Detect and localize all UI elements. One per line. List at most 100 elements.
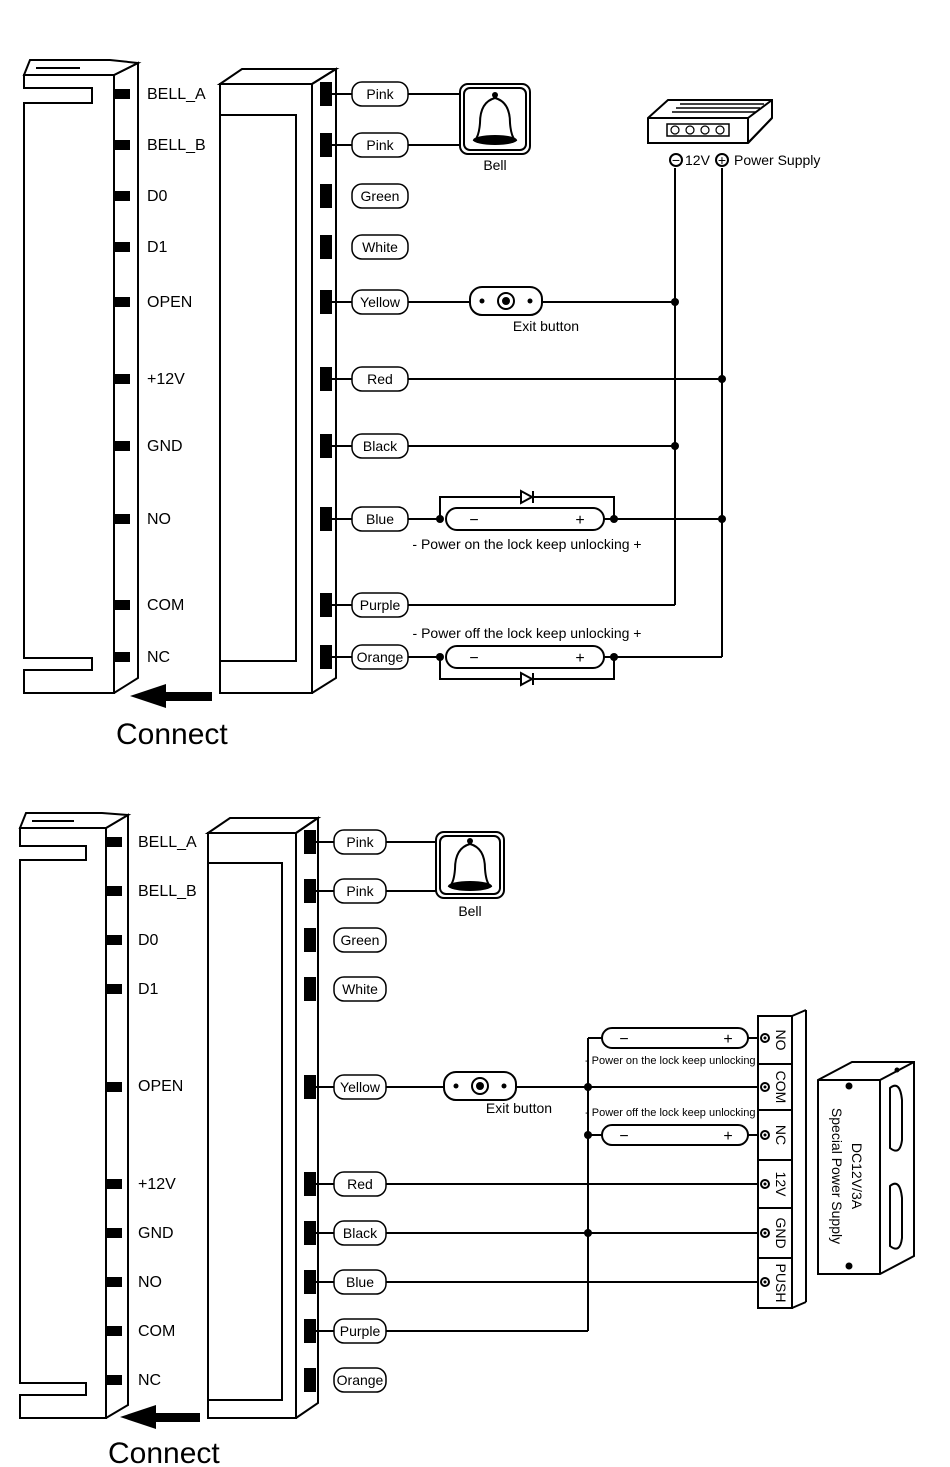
lock-on-plus: + — [575, 512, 584, 529]
pin-label-bell-b: BELL_B — [147, 137, 206, 154]
pin-label-nc: NC — [138, 1372, 161, 1389]
pin-block — [106, 1179, 122, 1189]
socket-block — [320, 235, 332, 259]
diode-icon — [520, 490, 534, 504]
connector-socket-blocks-2 — [304, 830, 334, 1392]
pin-block — [114, 140, 130, 150]
socket-block — [320, 507, 332, 531]
pin-label-nc: NC — [147, 649, 170, 666]
bell-device-2: Bell — [435, 831, 505, 919]
socket-block — [320, 133, 332, 157]
wire-label-green: Green — [333, 927, 387, 953]
psu-plus-sign: + — [718, 152, 726, 168]
power-supply-vents-icon — [672, 103, 764, 113]
pin-block — [114, 89, 130, 99]
exit-button-icon — [443, 1071, 517, 1101]
wire-label-text: Pink — [346, 834, 374, 850]
wire-label-yellow: Yellow — [351, 289, 409, 315]
pin-block — [114, 652, 130, 662]
pin-label-bell-b: BELL_B — [138, 883, 197, 900]
wire-label-text: Green — [361, 188, 400, 204]
lock-off-plus: + — [575, 650, 584, 667]
terminal-block: NO COM NC 12V GND PUSH — [757, 1009, 807, 1309]
exit-button-label: Exit button — [513, 318, 579, 334]
socket-block — [320, 367, 332, 391]
wire-labels: PinkPinkGreenWhiteYellowRedBlackBluePurp… — [351, 81, 409, 670]
connector-socket-blocks — [320, 82, 352, 669]
reader-pin-blocks-2 — [106, 837, 122, 1385]
socket-block — [304, 977, 316, 1001]
wire-label-red: Red — [351, 366, 409, 392]
wire-label-white: White — [351, 234, 409, 260]
wire-label-text: Blue — [366, 511, 394, 527]
terminal-nc: NC — [773, 1125, 789, 1145]
wire-labels-2: PinkPinkGreenWhiteYellowRedBlackBluePurp… — [333, 829, 387, 1393]
pin-block — [106, 984, 122, 994]
connector-housing — [216, 67, 340, 694]
pin-label-d1: D1 — [138, 981, 159, 998]
pin-label-12v: +12V — [147, 371, 185, 388]
pin-block — [106, 1326, 122, 1336]
wire-label-orange: Orange — [351, 644, 409, 670]
connect-label: Connect — [108, 1437, 220, 1467]
pin-label-bell-a: BELL_A — [147, 86, 206, 103]
lock-on-label: - Power on the lock keep unlocking + — [412, 536, 641, 552]
wire-label-text: Green — [341, 932, 380, 948]
socket-block — [304, 830, 316, 854]
terminal-com: COM — [773, 1071, 789, 1104]
pin-block — [106, 1277, 122, 1287]
lock-off-label: - Power off the lock keep unlocking + — [413, 625, 642, 641]
pin-block — [114, 242, 130, 252]
socket-block — [320, 82, 332, 106]
connector-housing-2 — [204, 816, 322, 1419]
minus-terminal-icon — [669, 153, 683, 167]
power-supply-label: Power Supply — [734, 152, 820, 168]
socket-block — [320, 290, 332, 314]
wire-label-text: Orange — [357, 649, 404, 665]
wire-label-red: Red — [333, 1171, 387, 1197]
connect-arrow-icon — [130, 684, 212, 708]
pin-label-bell-a: BELL_A — [138, 834, 197, 851]
lock-off-plus: + — [723, 1128, 732, 1145]
wire-label-text: Purple — [360, 597, 401, 613]
wire-label-black: Black — [333, 1220, 387, 1246]
wire-label-black: Black — [351, 433, 409, 459]
pin-label-d0: D0 — [138, 932, 159, 949]
psu-minus-sign: − — [672, 152, 680, 168]
lock-on-minus: − — [619, 1031, 628, 1048]
socket-block — [320, 593, 332, 617]
pin-block — [106, 1228, 122, 1238]
lock-on-label: - Power on the lock keep unlocking + — [585, 1055, 765, 1067]
wire-label-green: Green — [351, 183, 409, 209]
pin-label-gnd: GND — [147, 438, 183, 455]
pin-label-com: COM — [138, 1323, 175, 1340]
reader-housing-2 — [18, 812, 132, 1419]
terminal-gnd: GND — [773, 1217, 789, 1248]
wire-label-text: White — [342, 981, 378, 997]
lock-fail-secure: − + - Power on the lock keep unlocking + — [408, 490, 722, 552]
diode-icon — [520, 672, 534, 686]
wire-label-text: Yellow — [360, 294, 401, 310]
psu-model: DC12V/3A — [849, 1143, 865, 1210]
pin-block — [114, 514, 130, 524]
socket-block — [304, 928, 316, 952]
pin-label-no: NO — [138, 1274, 162, 1291]
lock-on-minus: − — [469, 512, 478, 529]
pin-block — [106, 886, 122, 896]
socket-block — [304, 1368, 316, 1392]
connect-label: Connect — [116, 718, 228, 751]
pin-block — [106, 1375, 122, 1385]
wire-label-yellow: Yellow — [333, 1074, 387, 1100]
socket-block — [304, 1075, 316, 1099]
wire-label-text: Red — [367, 371, 393, 387]
lock-off-label: - Power off the lock keep unlocking + — [585, 1107, 765, 1119]
psu-name: Special Power Supply — [829, 1108, 845, 1244]
diagram-1: BELL_A BELL_B D0 D1 OPEN +12V GND NO COM… — [22, 59, 820, 751]
socket-block — [320, 434, 332, 458]
terminal-push: PUSH — [773, 1264, 789, 1303]
pin-block — [114, 600, 130, 610]
terminal-no: NO — [773, 1030, 789, 1051]
bell-label: Bell — [458, 903, 481, 919]
wire-label-text: Red — [347, 1176, 373, 1192]
